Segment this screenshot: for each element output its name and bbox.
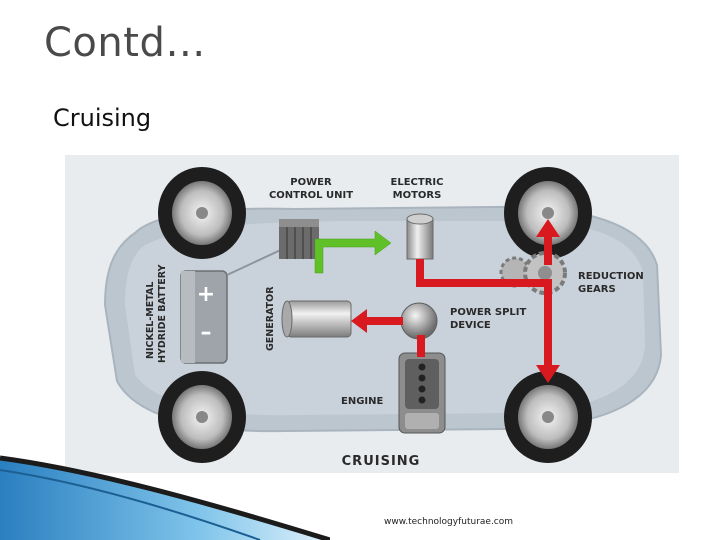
footer-url: www.technologyfuturae.com (384, 517, 514, 527)
electrical-flow-arrow (314, 230, 392, 274)
electric-motors-label-line2: MOTORS (393, 190, 442, 201)
mechanical-flow-arrows (351, 219, 560, 383)
electric-motor (406, 213, 434, 260)
wheel-rear-left (158, 371, 246, 463)
generator-label: GENERATOR (265, 286, 276, 351)
corner-swoosh-decoration (0, 455, 330, 540)
battery: + – (180, 270, 228, 364)
power-split-device (400, 302, 438, 340)
slide-title: Contd… (44, 20, 206, 66)
battery-label-line1: NICKEL-METAL (145, 282, 156, 359)
pcu-label-line1: POWER (290, 177, 332, 188)
engine (398, 352, 446, 434)
engine-label: ENGINE (341, 396, 383, 407)
wheel-front-left (158, 167, 246, 259)
reduction-gears-label-line1: REDUCTION (578, 271, 644, 282)
electric-motors-label-line1: ELECTRIC (391, 177, 444, 188)
battery-connector (226, 246, 288, 276)
cruising-mode-label: CRUISING (342, 454, 421, 469)
power-split-label-line1: POWER SPLIT (450, 307, 526, 318)
generator (281, 300, 352, 338)
power-split-label-line2: DEVICE (450, 320, 491, 331)
hybrid-drivetrain-diagram: + – NICKEL-METAL HYDRIDE BATTERY POWER C… (65, 155, 679, 473)
power-control-unit (279, 219, 319, 259)
battery-plus-symbol: + (197, 282, 215, 307)
battery-label-line2: HYDRIDE BATTERY (157, 264, 168, 363)
wheel-front-right (504, 167, 592, 259)
wheel-rear-right (504, 371, 592, 463)
battery-minus-symbol: – (201, 320, 212, 345)
reduction-gears-label-line2: GEARS (578, 284, 616, 295)
slide-subtitle: Cruising (53, 104, 152, 132)
pcu-label-line2: CONTROL UNIT (269, 190, 353, 201)
